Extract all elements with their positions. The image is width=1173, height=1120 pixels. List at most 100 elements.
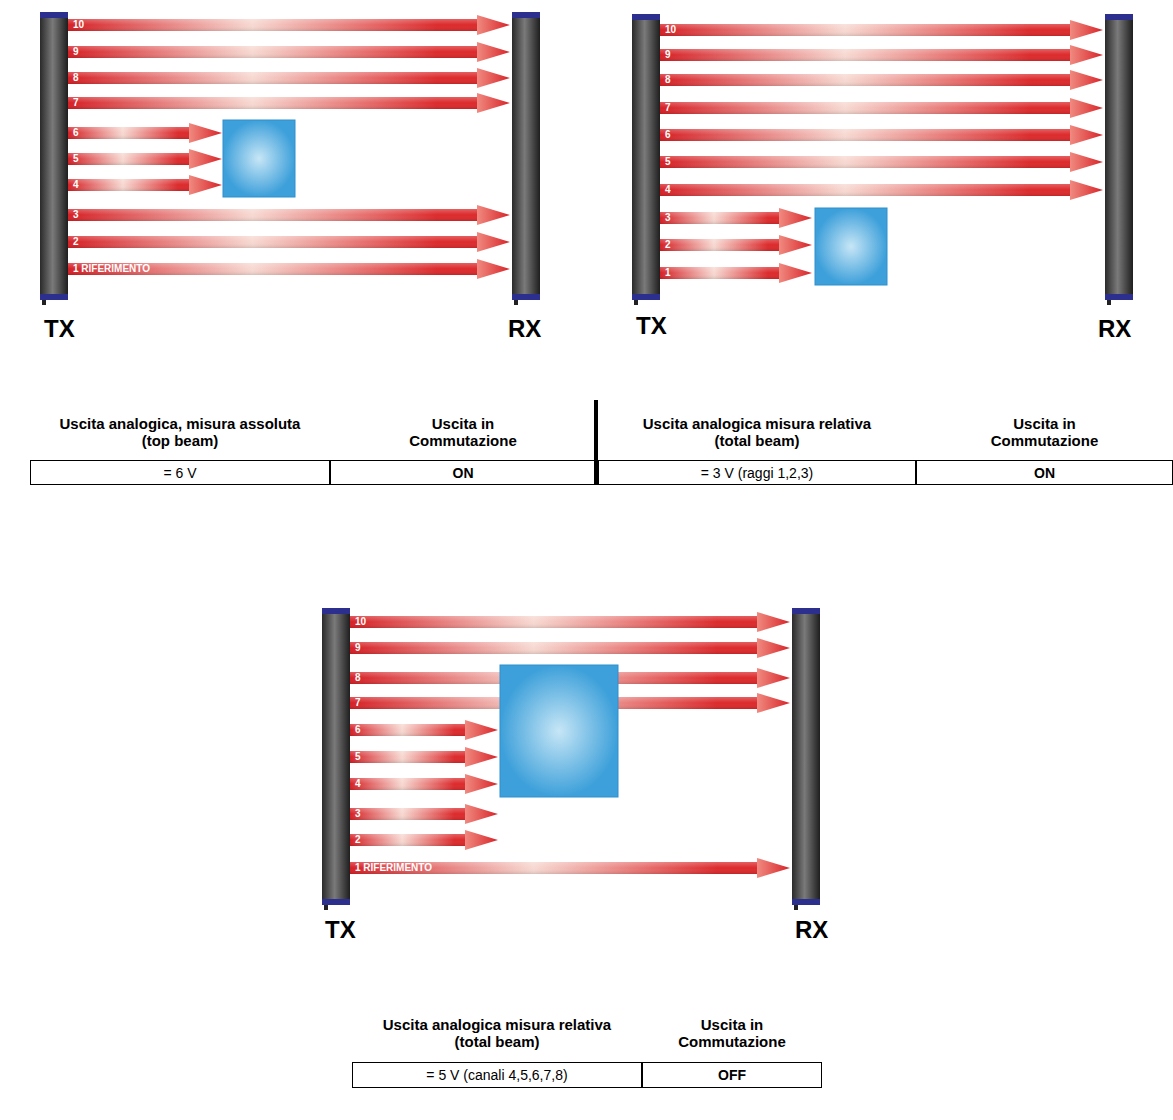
beam-number: 2 <box>355 834 361 846</box>
beam-shade <box>660 239 780 251</box>
beam-number: 5 <box>355 751 361 763</box>
beam-shade <box>350 778 466 790</box>
light-beam <box>350 858 790 878</box>
light-beam <box>660 152 1103 172</box>
table-cell-frame: ON <box>330 460 596 485</box>
light-curtain <box>40 12 540 305</box>
beam-shaft <box>350 778 466 790</box>
bar-cap <box>1105 14 1133 20</box>
beam-head <box>1070 152 1103 172</box>
bar-body <box>792 608 820 905</box>
beam-shade <box>660 184 1071 196</box>
beam-number: 5 <box>665 156 671 168</box>
beam-number: 9 <box>73 46 79 58</box>
transmitter-label: TX <box>636 313 667 339</box>
beam-head <box>477 205 510 225</box>
light-beam <box>350 747 498 767</box>
object-box <box>500 665 618 797</box>
bar-foot <box>1107 300 1111 305</box>
bar-body <box>632 14 660 300</box>
beam-shade <box>660 49 1071 61</box>
beam-shaft <box>660 267 780 279</box>
bar-cap <box>322 899 350 905</box>
curtain-bar <box>632 14 660 305</box>
beam-number: 1 RIFERIMENTO <box>73 263 150 275</box>
light-beam <box>660 20 1103 40</box>
light-beam <box>660 98 1103 118</box>
beam-head <box>477 15 510 35</box>
light-beam <box>660 70 1103 90</box>
beam-number: 10 <box>355 616 366 628</box>
beam-head <box>189 149 222 169</box>
bar-cap <box>40 294 68 300</box>
beam-number: 10 <box>665 24 676 36</box>
beam-shade <box>350 808 466 820</box>
beam-shaft <box>68 72 478 84</box>
receiver-label: RX <box>795 917 828 943</box>
bar-cap <box>40 12 68 18</box>
transmitter-label: TX <box>44 316 75 342</box>
beam-shaft <box>68 153 190 165</box>
beam-shaft <box>660 24 1071 36</box>
beam-shaft <box>350 616 758 628</box>
object-box <box>815 208 887 285</box>
light-beam <box>660 45 1103 65</box>
light-beam <box>68 123 222 143</box>
beam-head <box>757 693 790 713</box>
beam-number: 9 <box>665 49 671 61</box>
beam-head <box>779 208 812 228</box>
bar-cap <box>512 12 540 18</box>
light-beam <box>68 259 510 279</box>
beam-shade <box>660 212 780 224</box>
beam-shade <box>68 179 190 191</box>
beam-shaft <box>660 184 1071 196</box>
beam-number: 6 <box>355 724 361 736</box>
beam-shaft <box>68 263 478 275</box>
beam-head <box>465 830 498 850</box>
beam-shade <box>68 236 478 248</box>
beam-number: 4 <box>665 184 671 196</box>
beam-shaft <box>68 209 478 221</box>
beam-head <box>477 232 510 252</box>
light-beam <box>660 263 812 283</box>
bar-cap <box>322 608 350 614</box>
beam-number: 7 <box>665 102 671 114</box>
bar-cap <box>1105 294 1133 300</box>
beam-head <box>1070 45 1103 65</box>
light-beam <box>660 180 1103 200</box>
table-header-frame: Uscita analogica misura relativa (total … <box>352 1006 642 1060</box>
beam-number: 9 <box>355 642 361 654</box>
beam-number: 8 <box>355 672 361 684</box>
beam-shaft <box>68 127 190 139</box>
beam-shaft <box>350 751 466 763</box>
bar-body <box>1105 14 1133 300</box>
light-beam <box>68 68 510 88</box>
table-header-frame: Uscita in Commutazione <box>916 405 1173 459</box>
bar-body <box>40 12 68 300</box>
bar-cap <box>792 899 820 905</box>
light-beam <box>350 612 790 632</box>
beam-shade <box>350 642 758 654</box>
beam-head <box>757 668 790 688</box>
beam-head <box>477 93 510 113</box>
beam-shade <box>68 209 478 221</box>
beam-shade <box>660 24 1071 36</box>
light-beam <box>68 232 510 252</box>
beam-shaft <box>68 46 478 58</box>
beam-number: 1 <box>665 267 671 279</box>
beam-shaft <box>660 102 1071 114</box>
light-beam <box>68 15 510 35</box>
curtain-bar <box>512 12 540 305</box>
table-header: Uscita in Commutazione <box>662 1016 802 1050</box>
beam-head <box>757 638 790 658</box>
beam-shaft <box>350 724 466 736</box>
beam-shade <box>68 97 478 109</box>
curtain-bar <box>40 12 68 305</box>
bar-foot <box>514 300 518 305</box>
table-cell-frame: = 6 V <box>30 460 330 485</box>
beam-shaft <box>660 212 780 224</box>
light-beam <box>68 175 222 195</box>
table-header: Uscita analogica misura relativa (total … <box>372 1016 622 1050</box>
beam-head <box>1070 98 1103 118</box>
